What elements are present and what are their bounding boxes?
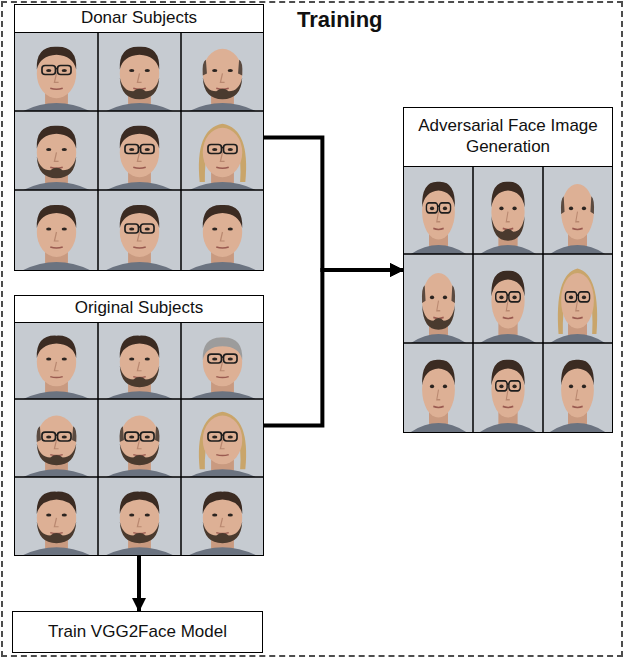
face-photo bbox=[98, 399, 181, 477]
face-photo bbox=[404, 165, 473, 254]
face-photo bbox=[181, 111, 264, 190]
face-photo bbox=[404, 343, 473, 432]
face-photo bbox=[15, 399, 98, 477]
face-photo bbox=[404, 254, 473, 343]
grid-lines bbox=[403, 165, 613, 432]
grid-header: Adversarial Face Image Generation bbox=[404, 108, 612, 167]
donor-subject-grid: Donar Subjects bbox=[14, 4, 264, 271]
grid-lines bbox=[14, 321, 264, 555]
grid-header: Donar Subjects bbox=[15, 5, 263, 33]
face-photo bbox=[98, 321, 181, 399]
face-photo bbox=[15, 321, 98, 399]
adversarial-image-grid: Adversarial Face Image Generation bbox=[403, 107, 613, 433]
face-photo bbox=[15, 190, 98, 270]
original-subject-grid: Original Subjects bbox=[14, 295, 264, 556]
face-photo bbox=[98, 32, 181, 111]
flow-arrow bbox=[137, 556, 141, 611]
section-title: Training bbox=[297, 7, 383, 34]
face-photo bbox=[15, 111, 98, 190]
face-photo bbox=[181, 477, 264, 555]
face-photo bbox=[98, 477, 181, 555]
face-photo bbox=[543, 343, 612, 432]
face-photo bbox=[181, 321, 264, 399]
face-photo bbox=[15, 32, 98, 111]
face-photo bbox=[473, 343, 543, 432]
face-photo bbox=[473, 165, 543, 254]
process-box: Train VGG2Face Model bbox=[12, 611, 263, 653]
face-photo bbox=[473, 254, 543, 343]
grid-lines bbox=[14, 32, 264, 270]
face-photo bbox=[15, 477, 98, 555]
flow-arrow bbox=[264, 138, 403, 271]
face-photo bbox=[98, 111, 181, 190]
face-photo bbox=[543, 254, 612, 343]
face-photo bbox=[181, 190, 264, 270]
face-photo bbox=[98, 190, 181, 270]
face-photo bbox=[181, 32, 264, 111]
box-label: Train VGG2Face Model bbox=[40, 622, 235, 643]
face-photo bbox=[181, 399, 264, 477]
face-photo bbox=[543, 165, 612, 254]
flow-arrow bbox=[264, 270, 403, 426]
grid-header: Original Subjects bbox=[15, 296, 263, 323]
